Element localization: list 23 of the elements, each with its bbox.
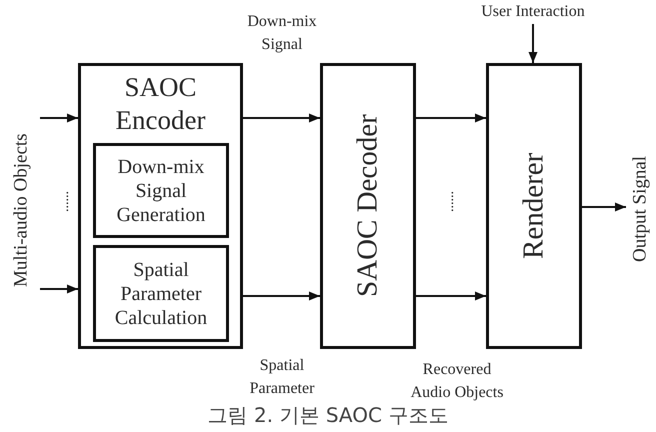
ellipsis: ...... xyxy=(57,190,73,214)
arrow xyxy=(528,24,538,63)
ellipsis: ...... xyxy=(442,190,458,214)
arrow xyxy=(416,114,486,122)
box-title: SAOC Encoder xyxy=(114,71,206,137)
process-box: Renderer xyxy=(486,63,582,349)
arrow xyxy=(416,292,486,300)
process-box: Spatial Parameter Calculation xyxy=(93,245,229,342)
input-label: Multi-audio Objects xyxy=(4,92,40,328)
process-box: SAOC Decoder xyxy=(320,63,416,349)
input-label: User Interaction xyxy=(474,0,592,24)
arrow xyxy=(243,292,320,300)
signal-label: Down-mix Signal xyxy=(246,12,318,55)
arrow xyxy=(243,114,320,122)
arrow xyxy=(40,114,78,122)
process-box xyxy=(78,63,243,349)
signal-label: Spatial Parameter xyxy=(248,356,316,399)
output-label: Output Signal xyxy=(626,96,656,322)
arrow xyxy=(582,202,626,212)
process-box: Down-mix Signal Generation xyxy=(93,143,229,238)
arrow xyxy=(40,284,78,294)
figure-caption: 그림 2. 기본 SAOC 구조도 xyxy=(206,402,450,428)
signal-label: Recovered Audio Objects xyxy=(410,360,504,403)
